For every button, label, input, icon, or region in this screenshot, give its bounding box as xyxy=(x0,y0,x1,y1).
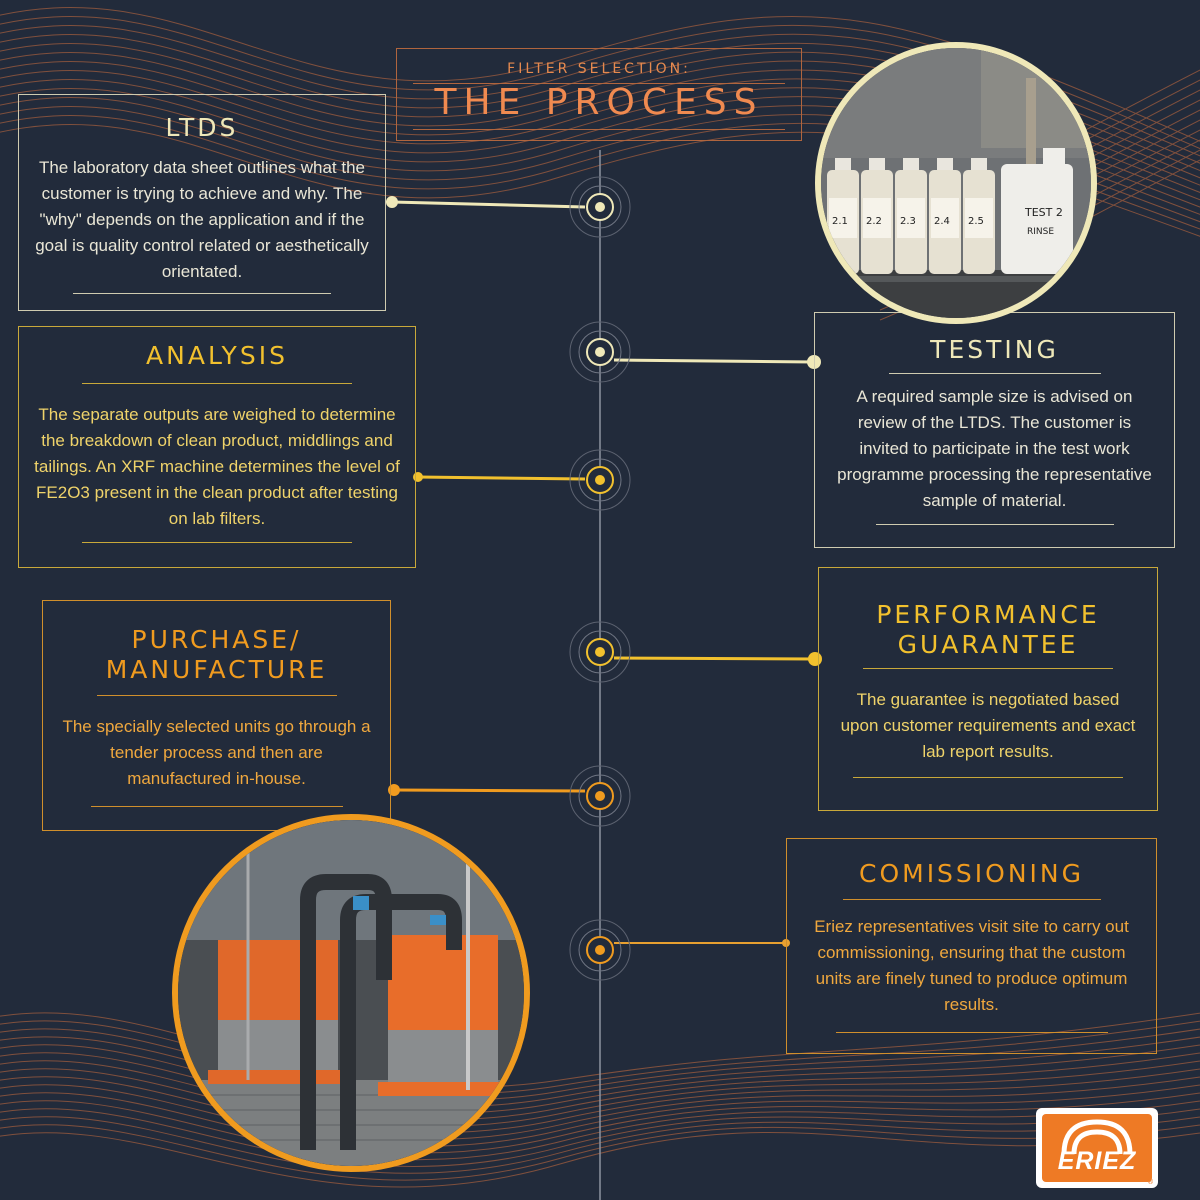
pipe-left xyxy=(300,874,392,1150)
filter-units-illustration xyxy=(178,820,524,1166)
step-title-performance-line1: PERFORMANCE xyxy=(876,600,1100,629)
connector-ltds xyxy=(391,200,586,209)
step-title-testing: TESTING xyxy=(930,335,1059,364)
rinse-jug xyxy=(1001,164,1073,274)
contour-line xyxy=(0,1060,1200,1127)
eriez-logo: ERIEZ ® xyxy=(1036,1108,1158,1188)
bottle-label: 2.4 xyxy=(934,216,950,227)
connector-testing xyxy=(613,358,815,364)
rinse-jug-cap xyxy=(1043,148,1065,166)
page-title: THE PROCESS xyxy=(434,82,764,123)
eriez-logo-badge: ERIEZ xyxy=(1042,1114,1152,1182)
step-text-performance: The guarantee is negotiated based upon c… xyxy=(840,690,1136,761)
contour-line xyxy=(0,1132,1200,1188)
contour-line xyxy=(0,1036,1200,1108)
sample-bottle: 2.5 xyxy=(963,158,995,274)
contour-line xyxy=(0,1100,1200,1161)
step-card-performance: PERFORMANCE GUARANTEE The guarantee is n… xyxy=(818,567,1158,811)
connector-purchase xyxy=(393,788,586,793)
timeline-node xyxy=(569,449,631,511)
step-text-testing: A required sample size is advised on rev… xyxy=(837,387,1152,510)
connector-dot-ltds xyxy=(386,196,398,208)
step-text-purchase: The specially selected units go through … xyxy=(62,717,371,788)
step-rule-testing-top xyxy=(888,373,1101,374)
timeline-node xyxy=(569,176,631,238)
sample-bottles-illustration: 2.1 2.2 2.3 2.4 2.5 TEST 2 RINSE xyxy=(821,48,1091,318)
step-rule-performance-top xyxy=(863,668,1113,669)
step-card-purchase: PURCHASE/ MANUFACTURE The specially sele… xyxy=(42,600,391,831)
step-rule-analysis-top xyxy=(82,383,352,384)
contour-line xyxy=(0,1020,1200,1095)
contour-line xyxy=(0,1092,1200,1154)
connector-dot-purchase xyxy=(388,784,400,796)
pipe-right xyxy=(340,894,462,1150)
sample-bottle: 2.2 xyxy=(861,158,893,274)
title-rule-bottom xyxy=(413,129,785,130)
timeline-node xyxy=(569,765,631,827)
step-text-ltds: The laboratory data sheet outlines what … xyxy=(35,158,369,281)
step-text-commissioning: Eriez representatives visit site to carr… xyxy=(814,917,1129,1014)
contour-line xyxy=(0,1012,1200,1088)
bottle-label: 2.5 xyxy=(968,216,984,227)
title-kicker: FILTER SELECTION: xyxy=(507,61,691,77)
title-rule-top xyxy=(413,83,785,84)
step-title-performance-line2: GUARANTEE xyxy=(897,630,1079,659)
contour-line xyxy=(0,1044,1200,1114)
title-banner: FILTER SELECTION: THE PROCESS xyxy=(396,48,802,141)
timeline-node xyxy=(569,621,631,683)
contour-line xyxy=(0,1028,1200,1101)
step-rule-ltds xyxy=(73,293,331,294)
contour-line xyxy=(0,1108,1200,1167)
filter-tank-right xyxy=(388,935,498,1030)
step-card-testing: TESTING A required sample size is advise… xyxy=(814,312,1175,548)
magnet-icon xyxy=(1061,1119,1133,1155)
step-title-purchase-line2: MANUFACTURE xyxy=(105,655,328,684)
logo-wordmark: ERIEZ xyxy=(1057,1147,1137,1175)
step-title-purchase-line1: PURCHASE/ xyxy=(131,625,302,654)
contour-line xyxy=(0,1124,1200,1181)
step-rule-commissioning-bottom xyxy=(835,1032,1108,1033)
bottle-label: 2.3 xyxy=(900,216,916,227)
step-card-commissioning: COMISSIONING Eriez representatives visit… xyxy=(786,838,1157,1054)
step-rule-performance-bottom xyxy=(853,777,1123,778)
step-card-ltds: LTDS The laboratory data sheet outlines … xyxy=(18,94,386,311)
filter-tank-left xyxy=(218,940,338,1020)
timeline-node xyxy=(569,919,631,981)
jug-label-line2: RINSE xyxy=(1027,227,1054,237)
contour-lines-bottom xyxy=(0,1012,1200,1188)
step-rule-analysis-bottom xyxy=(82,542,352,543)
contour-line xyxy=(0,1076,1200,1141)
step-title-commissioning: COMISSIONING xyxy=(858,859,1084,888)
contour-line xyxy=(0,1068,1200,1134)
step-title-ltds: LTDS xyxy=(165,113,239,142)
connector-analysis xyxy=(417,475,586,481)
step-rule-purchase-bottom xyxy=(90,806,343,807)
contour-line xyxy=(0,1084,1200,1147)
bottle-label: 2.2 xyxy=(866,216,882,227)
step-rule-commissioning-top xyxy=(842,899,1101,900)
step-title-analysis: ANALYSIS xyxy=(146,341,288,370)
filter-units-photo xyxy=(172,814,530,1172)
sample-bottle: 2.4 xyxy=(929,158,961,274)
registered-mark: ® xyxy=(1147,1178,1154,1186)
step-rule-purchase-top xyxy=(96,695,337,696)
sample-bottle: 2.3 xyxy=(895,158,927,274)
step-rule-testing-bottom xyxy=(875,524,1114,525)
sample-bottles-photo: 2.1 2.2 2.3 2.4 2.5 TEST 2 RINSE xyxy=(815,42,1097,324)
step-text-analysis: The separate outputs are weighed to dete… xyxy=(34,405,400,528)
step-card-analysis: ANALYSIS The separate outputs are weighe… xyxy=(18,326,416,568)
contour-line xyxy=(0,1052,1200,1121)
bottle-label: 2.1 xyxy=(832,216,848,227)
jug-label-line1: TEST 2 xyxy=(1024,206,1063,219)
contour-line xyxy=(0,1116,1200,1174)
timeline-node xyxy=(569,321,631,383)
connector-performance xyxy=(613,656,816,661)
